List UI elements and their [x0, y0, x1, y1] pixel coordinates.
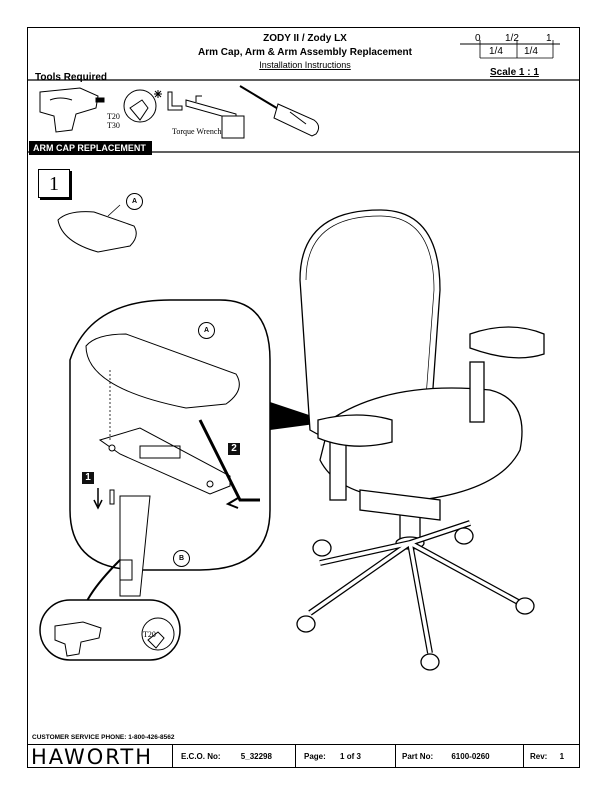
callout-part-a-detail: A — [198, 322, 215, 339]
scale-label: Scale 1 : 1 — [490, 67, 539, 78]
scale-tick-0: 0 — [475, 33, 481, 44]
callout-part-a: A — [126, 193, 143, 210]
scale-tick-quarter-a: 1/4 — [489, 46, 503, 57]
rev-value: 1 — [559, 752, 565, 761]
part-value: 6100-0260 — [451, 752, 490, 761]
arm-cap-detail — [85, 333, 240, 409]
haworth-logo: HAWORTH — [31, 745, 153, 769]
page-cell: Page: 1 of 3 — [295, 745, 395, 768]
screw — [109, 489, 115, 505]
drill-icon — [39, 87, 105, 133]
arm-stem-part-b — [119, 495, 151, 597]
detail-bit-label: T20 — [143, 630, 156, 639]
office-chair-illustration — [296, 209, 545, 671]
document-subtitle: Installation Instructions — [259, 60, 351, 70]
scale-tick-1: 1 — [546, 33, 552, 44]
page-value: 1 of 3 — [340, 752, 361, 761]
eco-cell: E.C.O. No: 5_32298 — [172, 745, 295, 768]
step-2-arrow — [198, 419, 260, 502]
drill-detail-bubble — [39, 599, 181, 661]
part-cell: Part No: 6100-0260 — [395, 745, 523, 768]
footer-bar: HAWORTH E.C.O. No: 5_32298 Page: 1 of 3 … — [28, 744, 579, 769]
hex-key-icon — [167, 91, 183, 111]
eco-value: 5_32298 — [240, 752, 272, 761]
step-2-tag: 2 — [228, 443, 240, 455]
page-frame — [27, 27, 580, 768]
callout-part-b: B — [173, 550, 190, 567]
rev-cell: Rev: 1 — [523, 745, 579, 768]
tools-required-label: Tools Required — [35, 72, 108, 83]
part-label: Part No: — [402, 752, 434, 761]
torque-wrench-label: Torque Wrench — [172, 127, 222, 136]
arm-cap-part-a — [57, 211, 137, 253]
scale-tick-quarter-b: 1/4 — [524, 46, 538, 57]
document-title: Arm Cap, Arm & Arm Assembly Replacement — [198, 47, 412, 58]
step-number: 1 — [38, 169, 70, 198]
customer-service-phone: CUSTOMER SERVICE PHONE: 1-800-426-8562 — [32, 734, 175, 741]
screwdriver-icon — [239, 85, 320, 137]
scale-tick-half: 1/2 — [505, 33, 519, 44]
product-title: ZODY II / Zody LX — [263, 33, 347, 44]
eco-label: E.C.O. No: — [181, 752, 221, 761]
torque-wrench-icon — [185, 95, 245, 139]
arm-plate — [98, 427, 231, 495]
step-1-tag: 1 — [82, 472, 94, 484]
page-label: Page: — [304, 752, 326, 761]
rev-label: Rev: — [530, 752, 548, 761]
torx-bit-icon — [123, 89, 162, 123]
